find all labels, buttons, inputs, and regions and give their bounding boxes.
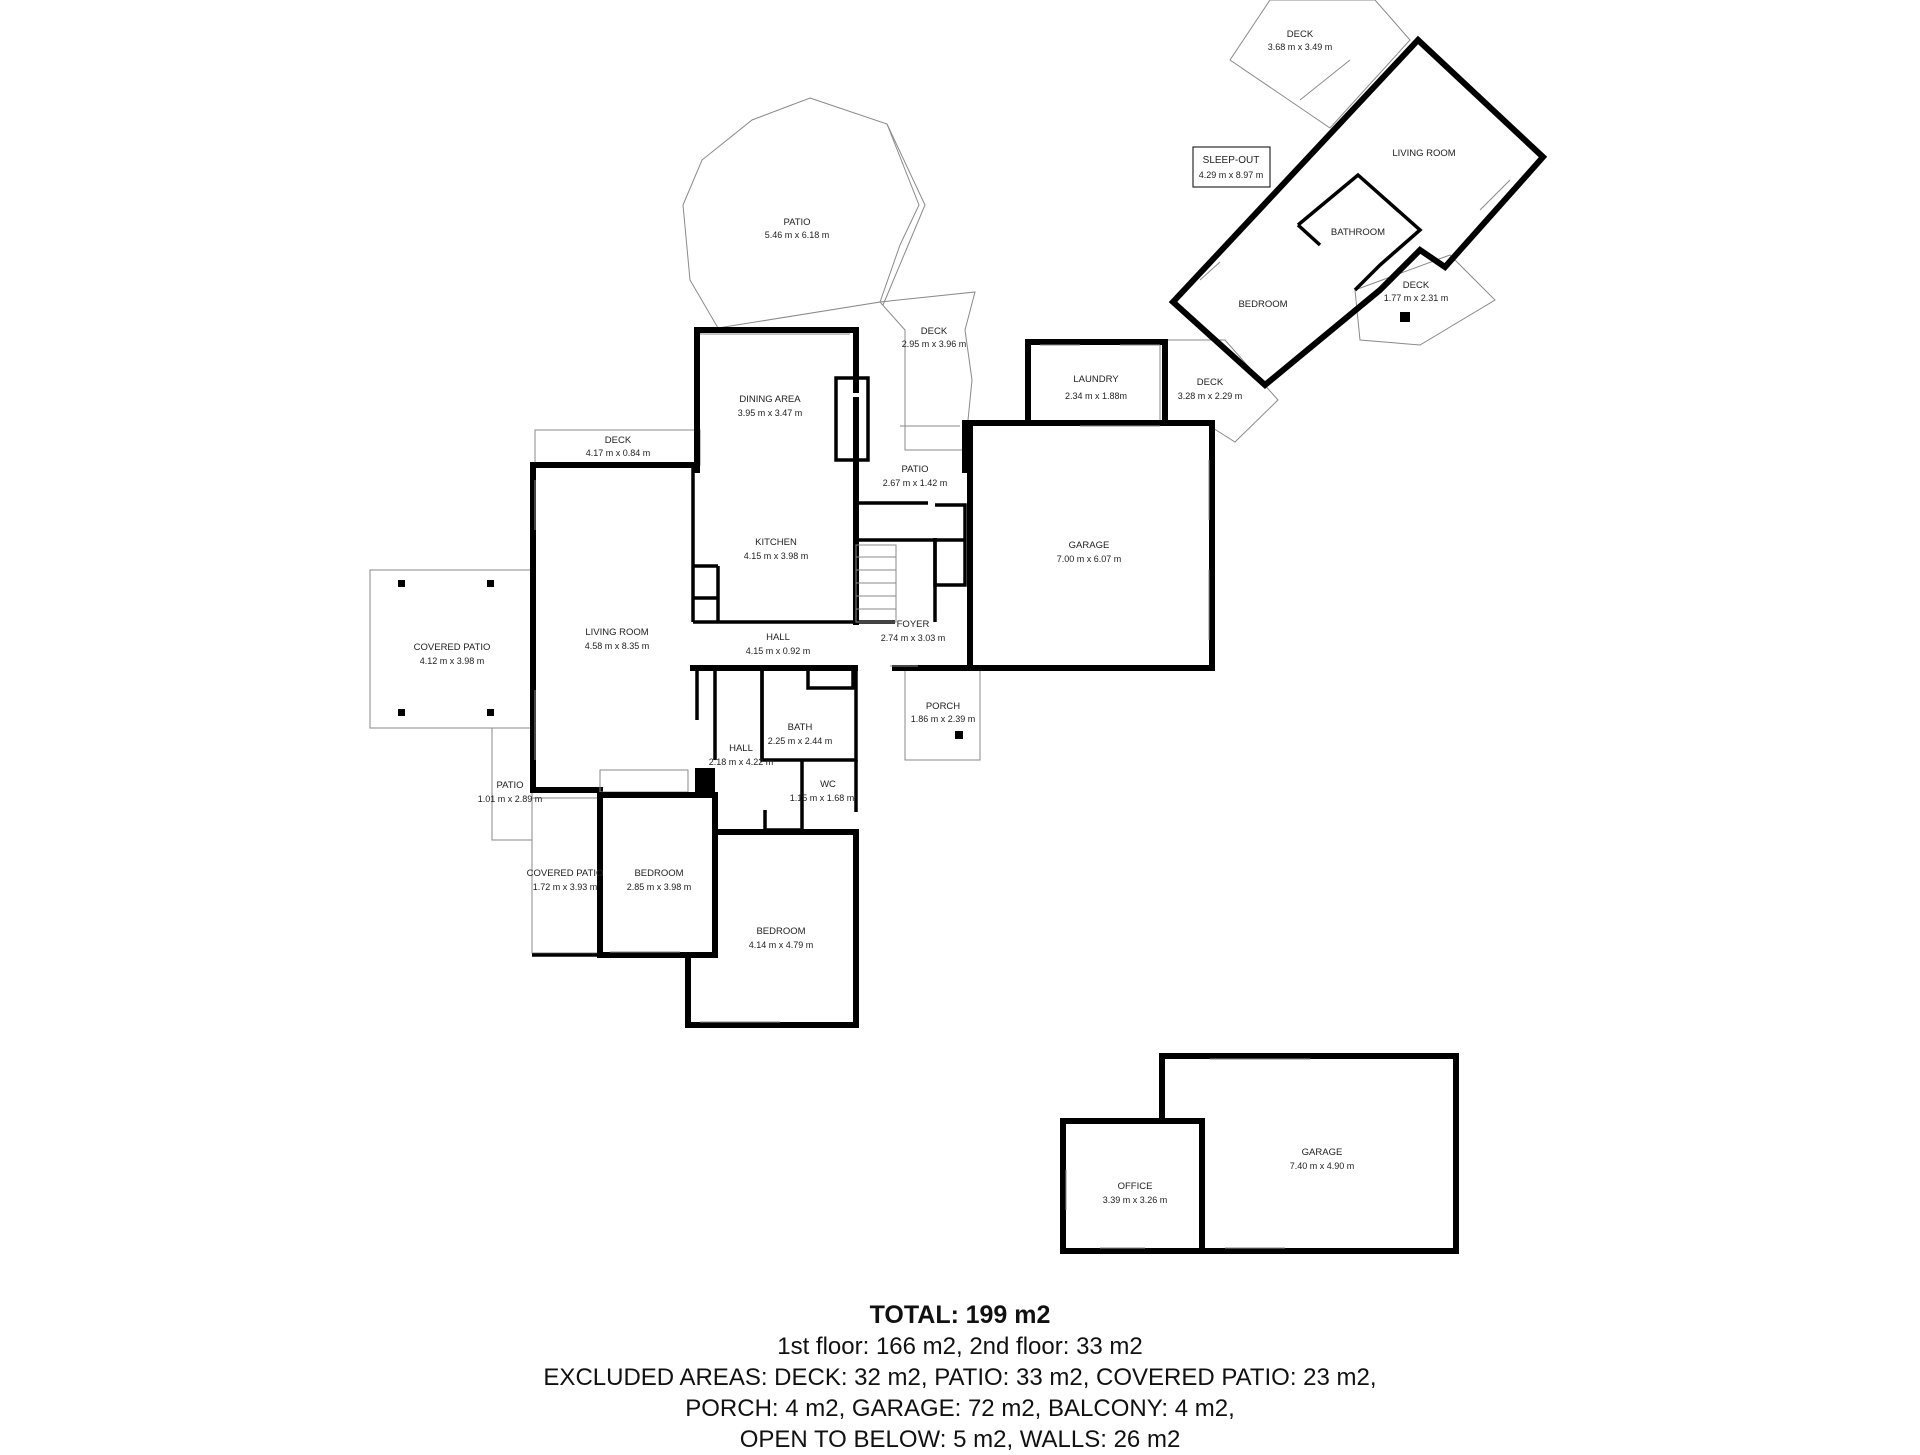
bath-walls [760,668,858,762]
sleepout-window [1199,59,1511,281]
room-dims-deck-top: 3.68 m x 3.49 m [1268,42,1333,52]
deck-top-outline [1229,0,1411,129]
summary-excluded-1: EXCLUDED AREAS: DECK: 32 m2, PATIO: 33 m… [543,1364,1377,1391]
room-dims-hall-top: 4.15 m x 0.92 m [746,646,811,656]
garage-detached-walls [1159,1053,1459,1254]
porch-post [955,731,963,739]
room-dims-laundry: 2.34 m x 1.88m [1065,391,1127,401]
room-name-sleepout-deck: DECK [1403,280,1430,291]
summary-floors: 1st floor: 166 m2, 2nd floor: 33 m2 [777,1333,1143,1360]
dining-chimney [834,376,870,462]
summary-excluded-2: PORCH: 4 m2, GARAGE: 72 m2, BALCONY: 4 m… [685,1395,1235,1422]
laundry-walls [1025,339,1168,426]
room-name-hall-top: HALL [766,632,790,643]
patio-top-outline [682,97,920,329]
covered-patio-left-post [398,580,405,587]
deck-sleepout-post [1400,312,1410,322]
room-dims-living: 4.58 m x 8.35 m [585,641,650,651]
room-name-deck-left: DECK [605,435,632,446]
wc-fixture [763,810,804,832]
room-name-sleepout: SLEEP-OUT [1203,155,1260,166]
room-name-patio-small: PATIO [901,464,928,475]
sleepout-walls [1168,35,1548,389]
room-name-deck-laundry: DECK [1197,377,1224,388]
room-name-office: OFFICE [1118,1181,1153,1192]
room-name-deck-mid: DECK [921,326,948,337]
room-name-deck-top: DECK [1287,29,1314,40]
room-name-dining: DINING AREA [739,394,801,405]
room-name-garage-main: GARAGE [1069,540,1110,551]
room-name-living: LIVING ROOM [585,627,648,638]
room-dims-office: 3.39 m x 3.26 m [1103,1195,1168,1205]
wc-walls [800,760,858,812]
room-name-wc: WC [820,779,836,790]
window [534,333,1210,1023]
room-name-patio-top: PATIO [783,217,810,228]
room-name-kitchen: KITCHEN [755,537,797,548]
deck-mid-outline [878,291,976,451]
patio-top-edge [882,123,926,306]
room-name-bedroom-small: BEDROOM [634,868,683,879]
dining-kitchen-walls [694,327,859,625]
area-summary: TOTAL: 199 m2 1st floor: 166 m2, 2nd flo… [0,1300,1920,1455]
room-name-foyer: FOYER [897,619,930,630]
room-dims-sleepout-deck: 1.77 m x 2.31 m [1384,293,1449,303]
summary-total-label: TOTAL: [869,1301,959,1329]
room-dims-wc: 1.15 m x 1.68 m [790,793,855,803]
room-dims-covered-patio-left: 4.12 m x 3.98 m [420,656,485,666]
detached-window [1065,1058,1310,1249]
room-name-laundry: LAUNDRY [1073,374,1119,385]
living-walls [530,462,700,793]
room-name-porch: PORCH [926,701,960,712]
room-dims-bedroom-large: 4.14 m x 4.79 m [749,940,814,950]
room-name-garage-detached: GARAGE [1302,1147,1343,1158]
hall-lower-wall [695,668,855,760]
covered-patio-left-post [487,580,494,587]
room-name-sleepout-bedroom: BEDROOM [1238,299,1287,310]
covered-patio-left-post [487,709,494,716]
covered-patio-left-post [398,709,405,716]
kitchen-cabinet [693,564,720,622]
room-name-covered-patio-left: COVERED PATIO [414,642,491,653]
room-dims-dining: 3.95 m x 3.47 m [738,408,803,418]
room-dims-bath: 2.25 m x 2.44 m [768,736,833,746]
room-dims-patio-small: 2.67 m x 1.42 m [883,478,948,488]
room-name-bedroom-large: BEDROOM [756,926,805,937]
room-dims-garage-main: 7.00 m x 6.07 m [1057,554,1122,564]
room-dims-deck-mid: 2.95 m x 3.96 m [902,339,967,349]
room-name-patio-side: PATIO [496,780,523,791]
room-dims-sleepout: 4.29 m x 8.97 m [1199,170,1264,180]
room-name-sleepout-living: LIVING ROOM [1392,148,1455,159]
room-dims-covered-patio-small: 1.72 m x 3.93 m [533,882,598,892]
room-name-covered-patio-small: COVERED PATIO [527,868,604,879]
room-dims-kitchen: 4.15 m x 3.98 m [744,551,809,561]
room-name-bath: BATH [788,722,813,733]
room-dims-deck-left: 4.17 m x 0.84 m [586,448,651,458]
room-name-sleepout-bathroom: BATHROOM [1331,227,1385,238]
room-dims-porch: 1.86 m x 2.39 m [911,714,976,724]
room-dims-garage-detached: 7.40 m x 4.90 m [1290,1161,1355,1171]
bedroom-large-walls [685,829,859,1028]
fireplace [599,769,689,793]
summary-total-value: 199 m2 [965,1301,1051,1329]
room-dims-hall-side: 2.18 m x 4.22 m [709,757,774,767]
room-dims-patio-top: 5.46 m x 6.18 m [765,230,830,240]
room-dims-bedroom-small: 2.85 m x 3.98 m [627,882,692,892]
fireplace-hearth [695,768,715,796]
room-dims-patio-side: 1.01 m x 2.89 m [478,794,543,804]
foyer-closet [933,503,967,587]
room-dims-deck-laundry: 3.28 m x 2.29 m [1178,391,1243,401]
room-dims-foyer: 2.74 m x 3.03 m [881,633,946,643]
summary-total: TOTAL: 199 m2 [0,1300,1920,1331]
room-name-hall-side: HALL [729,743,753,754]
sleepout-label-box [1192,146,1271,188]
stair-steps [856,556,896,610]
sleepout-interior-wall [1296,223,1322,247]
sleepout-bathroom-wall [1296,172,1423,292]
